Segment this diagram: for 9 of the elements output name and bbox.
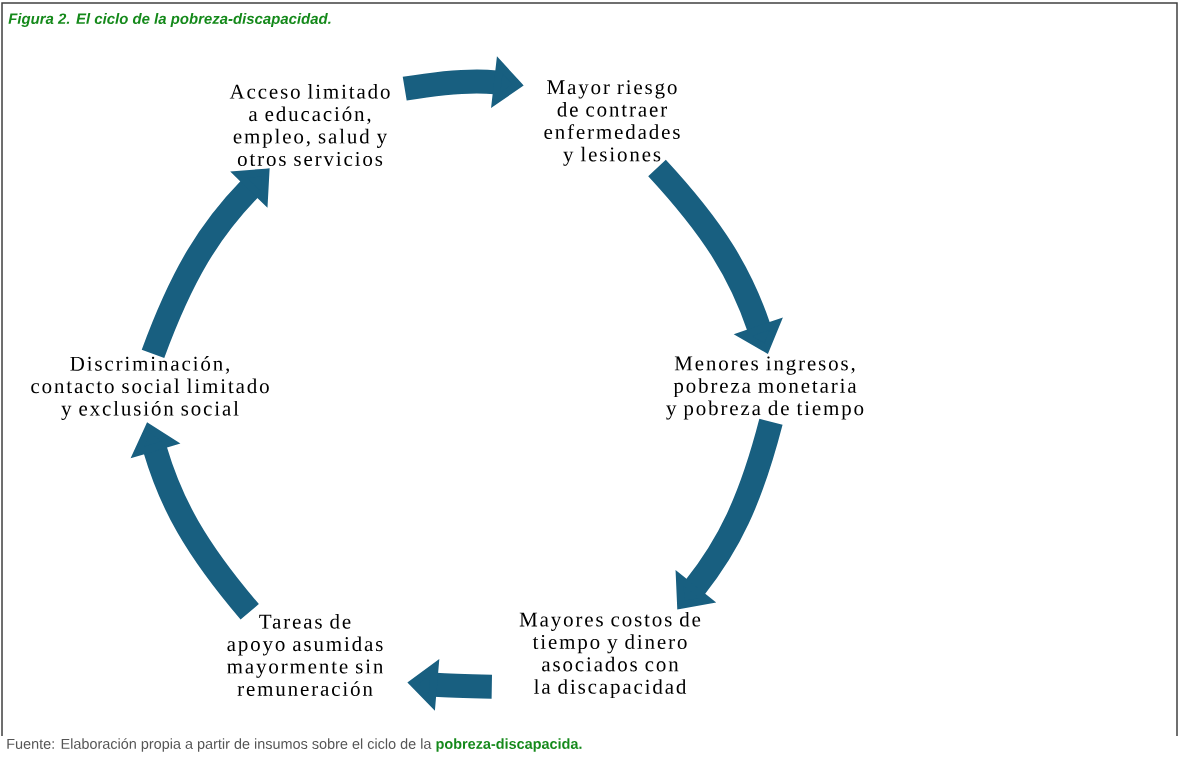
cycle-step-text: Discriminación, contacto social limitado y exclusión social [31,356,269,420]
cycle-step-text: Menores ingresos, pobreza monetaria y pobreza de tiempo [666,356,864,420]
cycle-step-text: Tareas de apoyo asumidas mayormente sin remuneración [227,614,384,696]
cycle-step-text: Mayor riesgo de contraer enfermedades y lesiones [544,80,680,166]
source-note: Fuente: Elaboración propia a partir de insumos sobre el ciclo de la pobreza-discapacida. [7,738,582,752]
cycle-step-text: Mayores costos de tiempo y dinero asociados con la discapacidad [519,611,701,699]
cycle-step-text: Acceso limitado a educación, empleo, salud y otros servicios [229,84,390,166]
curved-arrow [141,168,270,359]
figure-title: Figura 2. El ciclo de la pobreza-discapacidad. [8,13,331,27]
